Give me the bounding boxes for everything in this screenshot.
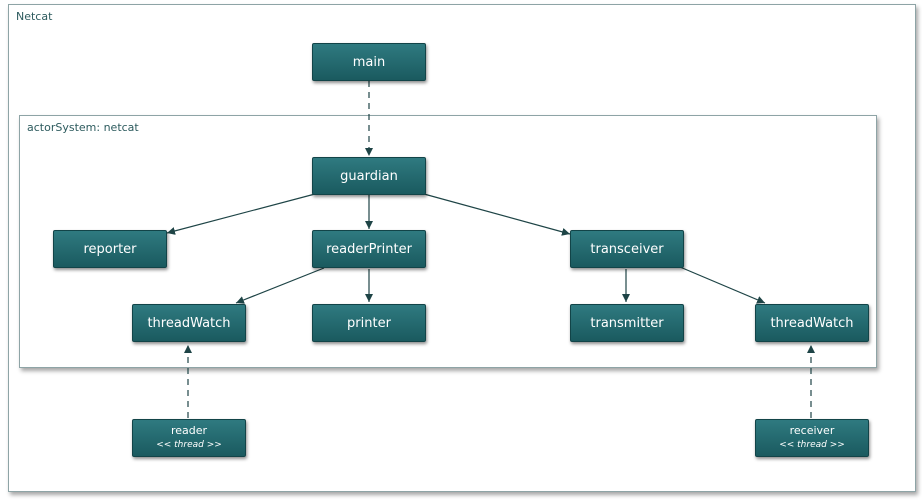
actor-system-frame-label: actorSystem: netcat xyxy=(27,121,139,134)
stereotype-suffix: >> xyxy=(826,440,845,450)
edge-guardian-reporter xyxy=(166,193,316,235)
node-reader: reader << thread >> xyxy=(132,419,246,457)
node-thread-watch-right: threadWatch xyxy=(755,304,869,342)
stereotype-prefix: << xyxy=(779,440,798,450)
stereotype-prefix: << xyxy=(156,440,175,450)
node-transmitter: transmitter xyxy=(570,304,684,342)
node-receiver-stereotype: << thread >> xyxy=(779,438,845,452)
node-reader-printer: readerPrinter xyxy=(312,230,426,268)
node-guardian: guardian xyxy=(312,157,426,195)
node-thread-watch-left: threadWatch xyxy=(132,304,246,342)
node-reader-label: reader xyxy=(170,424,208,437)
stereotype-word: thread xyxy=(174,440,204,450)
edge-transceiver-threadwatch xyxy=(679,266,766,304)
node-reporter: reporter xyxy=(53,230,167,268)
node-reader-stereotype: << thread >> xyxy=(156,438,222,452)
edge-readerprinter-threadwatch xyxy=(235,267,325,304)
node-transceiver: transceiver xyxy=(570,230,684,268)
stereotype-word: thread xyxy=(797,440,827,450)
node-receiver: receiver << thread >> xyxy=(755,419,869,457)
node-printer: printer xyxy=(312,304,426,342)
edge-guardian-transceiver xyxy=(423,193,571,236)
node-receiver-label: receiver xyxy=(789,424,835,437)
netcat-frame-label: Netcat xyxy=(16,10,53,23)
stereotype-suffix: >> xyxy=(203,440,222,450)
node-main: main xyxy=(312,43,426,81)
